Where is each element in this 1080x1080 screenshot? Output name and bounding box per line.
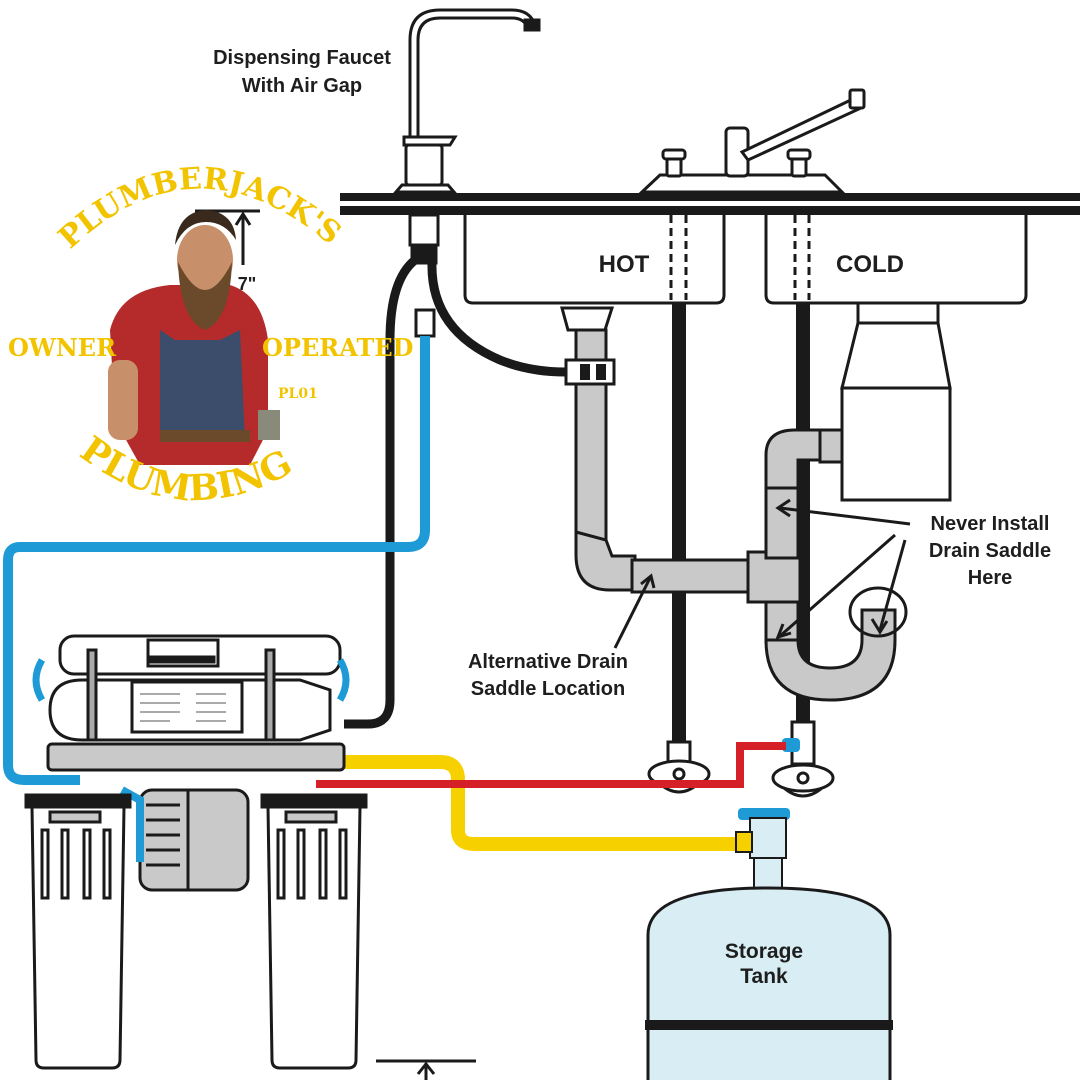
dimension-marker-bottom — [376, 1059, 476, 1080]
ro-pre-filter-right — [260, 793, 368, 1070]
label-hot: HOT — [599, 251, 650, 278]
garbage-disposal — [840, 301, 952, 502]
storage-tank — [645, 808, 893, 1080]
ro-pump — [138, 788, 250, 892]
tank-label-line1: Storage — [725, 940, 803, 963]
hot-supply-line — [672, 303, 686, 748]
never-install-arrows — [775, 498, 911, 640]
faucet-label-line2: With Air Gap — [242, 75, 362, 97]
feed-water-line — [3, 336, 430, 785]
kitchen-faucet — [638, 88, 866, 194]
countertop — [340, 193, 1080, 215]
never-install-line2: Drain Saddle — [929, 540, 1051, 562]
air-gap-drain-tube — [427, 261, 567, 377]
tank-label-line2: Tank — [740, 965, 788, 988]
cold-angle-stop — [771, 720, 835, 798]
company-logo: PLUMBERJACK'S OWNER OPERATED PL01 PLUMBI… — [8, 161, 413, 510]
drain-assembly — [560, 306, 908, 702]
alt-saddle-line2: Saddle Location — [471, 678, 625, 700]
ro-membrane-housing — [32, 634, 350, 742]
alt-saddle-line1: Alternative Drain — [468, 651, 628, 673]
never-install-line1: Never Install — [931, 513, 1050, 535]
never-install-line3: Here — [968, 567, 1012, 589]
ro-pre-filter-left — [24, 793, 132, 1070]
drain-saddle — [564, 358, 616, 386]
faucet-drain-tube — [344, 256, 419, 729]
logo-owner: OWNER — [8, 333, 117, 362]
logo-operated: OPERATED — [262, 333, 413, 362]
label-cold: COLD — [836, 251, 904, 278]
dispensing-faucet — [392, 8, 541, 265]
product-water-line — [340, 755, 742, 851]
ro-base-plate — [46, 742, 346, 772]
supply-tap-line — [316, 742, 786, 788]
alt-saddle-arrow — [613, 573, 656, 649]
plumber-figure — [108, 210, 280, 465]
dimension-label: 7" — [238, 274, 257, 294]
logo-license: PL01 — [278, 386, 318, 402]
sink-basin-hot — [463, 215, 726, 305]
pump-feed-tube — [120, 786, 144, 862]
faucet-connector — [414, 308, 436, 338]
faucet-label-line1: Dispensing Faucet — [213, 47, 391, 69]
